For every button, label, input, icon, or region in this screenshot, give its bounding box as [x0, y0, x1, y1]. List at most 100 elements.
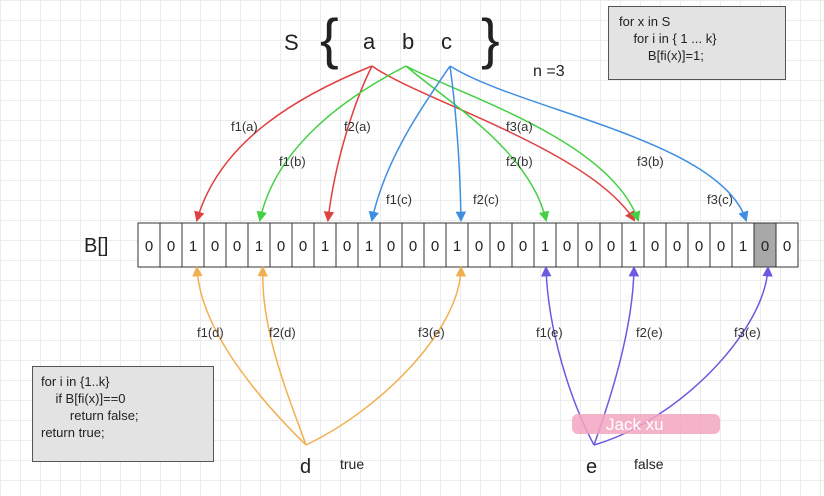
query-arrow-f1-d [192, 265, 307, 446]
bit-cell-box [775, 222, 799, 268]
code-line: for i in {1..k} [41, 374, 110, 389]
code-line: for x in S [619, 14, 671, 29]
bit-cell: 0 [159, 222, 183, 268]
label-f1-a: f1(a) [231, 119, 258, 134]
bit-cell: 0 [665, 222, 689, 268]
bit-value: 0 [233, 238, 241, 255]
set-open-brace: { [320, 7, 339, 70]
bit-value: 0 [145, 238, 153, 255]
hash-arrow-f2-c [449, 65, 467, 223]
bit-cell: 0 [489, 222, 513, 268]
set-name: S [284, 30, 299, 55]
label-f2-b: f2(b) [506, 154, 533, 169]
hash-arrow-f3-b [405, 65, 641, 222]
bit-cell: 1 [731, 222, 755, 268]
bit-value: 0 [519, 238, 527, 255]
code-line: if B[fi(x)]==0 [41, 391, 126, 406]
bit-value: 0 [211, 238, 219, 255]
bit-value: 0 [277, 238, 285, 255]
bit-value: 0 [167, 238, 175, 255]
label-f2-e: f2(e) [636, 325, 663, 340]
bit-cell: 0 [269, 222, 293, 268]
set-close-brace: } [481, 7, 500, 70]
watermark: Jack xu [606, 415, 664, 434]
bit-value: 0 [585, 238, 593, 255]
n-label: n =3 [533, 63, 565, 80]
element-a: a [363, 29, 376, 54]
bit-cell: 0 [709, 222, 733, 268]
bit-value: 1 [189, 238, 197, 255]
code-line: return false; [41, 408, 139, 423]
bit-cell: 0 [775, 222, 799, 268]
hash-arrow-f2-b [405, 65, 550, 223]
bit-cell: 1 [181, 222, 205, 268]
label-f3-e-d: f3(e) [418, 325, 445, 340]
query-element-e: e [586, 456, 597, 478]
label-f3-b: f3(b) [637, 154, 664, 169]
bit-cell: 0 [401, 222, 425, 268]
bit-value: 1 [321, 238, 329, 255]
array-label: B[] [84, 235, 108, 257]
bit-cell: 0 [291, 222, 315, 268]
label-f2-c: f2(c) [473, 192, 499, 207]
hash-arrow-f3-a [371, 65, 636, 222]
bit-value: 1 [453, 238, 461, 255]
watermark-band [572, 414, 720, 434]
bit-value: 0 [343, 238, 351, 255]
bit-cell: 0 [511, 222, 535, 268]
code-line: return true; [41, 425, 105, 440]
query-element-d: d [300, 456, 311, 478]
bit-cell: 1 [313, 222, 337, 268]
bit-cell: 0 [137, 222, 161, 268]
bit-value: 0 [299, 238, 307, 255]
label-f2-a: f2(a) [344, 119, 371, 134]
hash-arrow-f3-c [449, 65, 749, 222]
label-f3-a: f3(a) [506, 119, 533, 134]
bit-value: 0 [431, 238, 439, 255]
query-result-e: false [634, 456, 664, 472]
bit-value: 0 [783, 238, 791, 255]
bit-value: 0 [475, 238, 483, 255]
bit-cell: 0 [379, 222, 403, 268]
code-line: B[fi(x)]=1; [619, 48, 704, 63]
bit-cell: 1 [445, 222, 469, 268]
hash-arrow-f1-c [368, 65, 451, 223]
bit-cell: 0 [467, 222, 491, 268]
code-line: for i in { 1 ... k} [619, 31, 717, 46]
bit-value: 1 [255, 238, 263, 255]
label-f1-c: f1(c) [386, 192, 412, 207]
bit-value: 0 [695, 238, 703, 255]
bit-value: 1 [629, 238, 637, 255]
bit-value: 0 [497, 238, 505, 255]
hash-arrow-f2-a [323, 65, 373, 223]
bit-value: 1 [541, 238, 549, 255]
bit-value: 0 [607, 238, 615, 255]
query-result-d: true [340, 456, 364, 472]
query-arrow-f2-d [257, 265, 307, 446]
hash-arrow-f1-a [194, 65, 373, 223]
bit-cell: 0 [225, 222, 249, 268]
element-c: c [441, 29, 452, 54]
bit-value: 0 [761, 238, 769, 255]
label-f3-c: f3(c) [707, 192, 733, 207]
bit-cell: 1 [357, 222, 381, 268]
bit-value: 0 [673, 238, 681, 255]
bit-cell: 0 [599, 222, 623, 268]
bit-value: 0 [409, 238, 417, 255]
bit-cell: 1 [621, 222, 645, 268]
label-f3-e: f3(e) [734, 325, 761, 340]
insert-code-box: for x in S for i in { 1 ... k} B[fi(x)]=… [608, 6, 786, 80]
bit-cell: 0 [335, 222, 359, 268]
bit-cell: 0 [577, 222, 601, 268]
label-f2-d: f2(d) [269, 325, 296, 340]
query-code-box: for i in {1..k} if B[fi(x)]==0 return fa… [32, 366, 214, 462]
bit-value: 1 [365, 238, 373, 255]
bit-value: 0 [651, 238, 659, 255]
label-f1-b: f1(b) [279, 154, 306, 169]
bit-cell: 1 [247, 222, 271, 268]
label-f1-d: f1(d) [197, 325, 224, 340]
query-arrow-f3-d [305, 265, 467, 446]
bit-value: 0 [563, 238, 571, 255]
